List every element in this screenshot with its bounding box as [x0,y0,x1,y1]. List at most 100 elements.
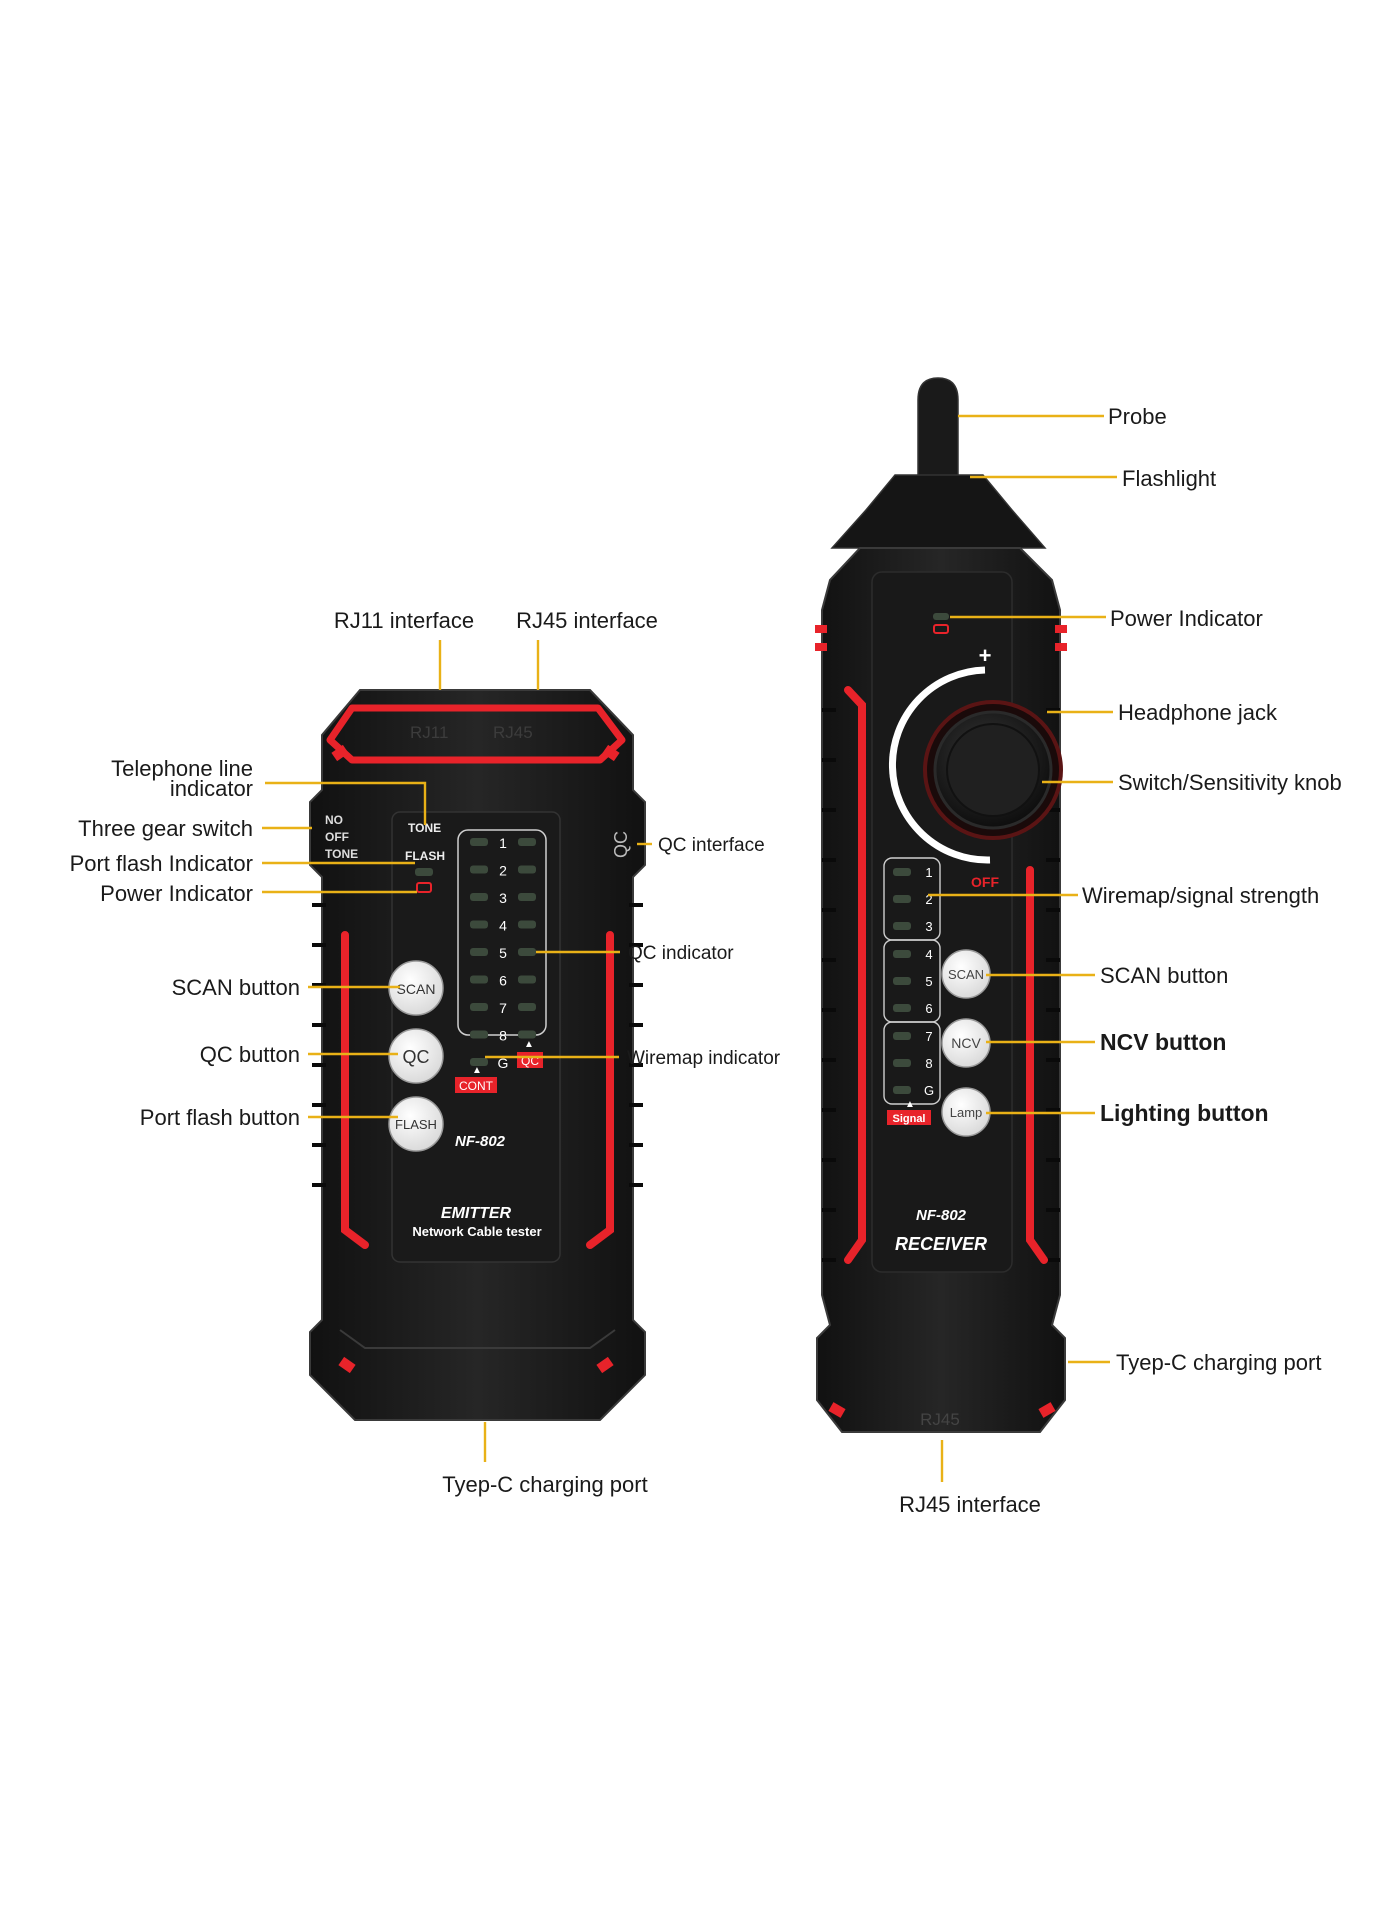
emitter-led-left [470,1058,488,1066]
emitter-led-number: 7 [499,1000,507,1016]
cont-tag [455,1077,497,1093]
callout-headphone-jack: Headphone jack [1118,700,1278,725]
emitter-subtitle: Network Cable tester [412,1224,541,1239]
emitter-right-red-bar [586,931,614,1249]
qc-button[interactable]: QC [388,1028,444,1084]
lamp-button[interactable]: Lamp [941,1087,991,1137]
receiver-led [893,922,911,930]
emitter-led-left [470,838,488,846]
emitter-title: EMITTER [441,1205,512,1222]
receiver-side-ribs [822,708,1060,1262]
probe [917,377,959,479]
callout-receiver-scan-button: SCAN button [1100,963,1228,988]
qc-interface-label: QC [611,831,631,858]
emitter-led-left [470,865,488,874]
flash-button[interactable]: FLASH [388,1096,444,1152]
callout-emitter-power-indicator: Power Indicator [100,881,253,906]
receiver-scan-button[interactable]: SCAN [941,949,991,999]
emitter-led-right [518,1030,536,1039]
callout-port-flash-button: Port flash button [140,1105,300,1130]
receiver-callouts: Probe Flashlight Power Indicator Headpho… [899,404,1342,1517]
callout-port-flash-indicator: Port flash Indicator [70,851,253,876]
qc-button-label: QC [403,1047,430,1067]
callout-rj45-interface: RJ45 interface [516,608,658,633]
signal-tag-label: Signal [892,1113,925,1125]
callout-receiver-rj45: RJ45 interface [899,1492,1041,1517]
emitter-led-left [470,920,488,929]
callout-receiver-typec: Tyep-C charging port [1116,1350,1321,1375]
receiver-rj45-port-label: RJ45 [920,1410,960,1429]
callout-lighting-button: Lighting button [1100,1100,1269,1126]
receiver-corner-accent [828,1402,846,1418]
receiver-led [893,1032,911,1040]
callout-flashlight: Flashlight [1122,466,1216,491]
qc-arrow: ▲ [524,1039,534,1050]
emitter-corner-accent [602,744,620,762]
receiver-led-number: G [924,1083,934,1098]
cont-tag-label: CONT [459,1079,494,1093]
emitter-led-number: 4 [499,918,507,934]
flash-button-label: FLASH [395,1117,437,1132]
callout-emitter-typec: Tyep-C charging port [442,1472,647,1497]
receiver-led-number: 3 [925,919,932,934]
emitter-leaders [262,640,652,1462]
receiver-slot [1055,643,1067,651]
sensitivity-knob-cap [946,723,1040,817]
receiver-led-number: 8 [925,1056,932,1071]
receiver-right-red-bar [1026,866,1048,1264]
receiver-power-led [933,613,949,620]
receiver-led [893,977,911,985]
receiver-led-number: 4 [925,947,932,962]
signal-arrow: ▲ [905,1099,915,1110]
receiver-led-number: 6 [925,1001,932,1016]
emitter-led-left [470,893,488,901]
receiver-slot [815,625,827,633]
receiver-corner-accent [1038,1402,1056,1418]
receiver-scan-label: SCAN [948,967,984,982]
callout-scan-button: SCAN button [172,975,300,1000]
mode-label-tone: TONE [408,821,441,835]
receiver-slot [1055,625,1067,633]
emitter-side-ribs [312,903,643,1187]
receiver-led [893,895,911,903]
ncv-button[interactable]: NCV [941,1018,991,1068]
emitter-led-number: 5 [499,945,507,961]
led-panel [457,829,547,1036]
callout-receiver-power-indicator: Power Indicator [1110,606,1263,631]
emitter-led-right [518,865,536,874]
emitter-led-right [518,975,536,984]
mode-label-flash: FLASH [405,849,445,863]
callout-rj11-interface: RJ11 interface [334,608,474,633]
receiver-title: RECEIVER [895,1234,987,1254]
emitter-corner-accent [596,1356,614,1374]
port-flash-led [415,868,433,876]
emitter-led-right [518,1003,536,1011]
callout-qc-indicator: QC indicator [628,943,734,964]
emitter-top-bezel [326,704,626,764]
emitter-left-red-bar [341,931,369,1249]
callout-telephone-line: Telephone line [111,756,253,781]
scan-button[interactable]: SCAN [388,960,444,1016]
emitter-led-number: 8 [499,1028,507,1044]
receiver-slot [815,643,827,651]
emitter-led-left [470,1030,488,1039]
receiver-led-number: 5 [925,974,932,989]
emitter-led-number: 2 [499,863,507,879]
receiver-left-red-bar [844,686,866,1264]
callout-ncv-button: NCV button [1100,1029,1226,1055]
callout-qc-button: QC button [200,1042,300,1067]
emitter-power-led [416,882,432,893]
receiver-led-number: 2 [925,892,932,907]
callout-probe: Probe [1108,404,1167,429]
callout-sensitivity-knob: Switch/Sensitivity knob [1118,770,1342,795]
knob-off-label: OFF [971,874,999,890]
switch-pos-no: NO [325,813,343,827]
lamp-button-label: Lamp [950,1105,983,1120]
receiver-led [893,950,911,958]
emitter-corner-accent [338,1356,356,1374]
receiver-led-number: 7 [925,1029,932,1044]
emitter-rj11-port-label: RJ11 [410,723,448,742]
receiver-led [893,1059,911,1067]
